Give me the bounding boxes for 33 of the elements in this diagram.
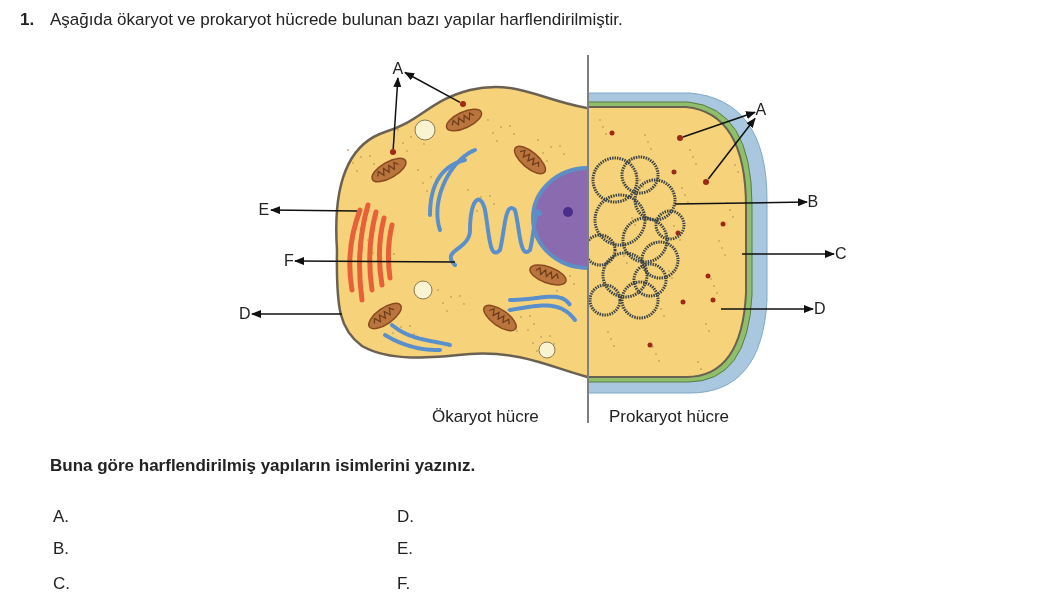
answer-label: D. (397, 507, 414, 527)
part-letter: F (283, 252, 295, 270)
leader-line (707, 117, 756, 180)
part-letter: D (238, 305, 252, 323)
cell-caption: Ökaryot hücre (432, 407, 539, 427)
answer-label: A. (53, 507, 70, 527)
question-number: 1. (20, 10, 35, 30)
leader-line (741, 250, 835, 258)
part-letter: A (754, 101, 768, 119)
answer-label: C. (53, 574, 70, 594)
ribosome-dot (703, 179, 709, 185)
part-letter: E (257, 201, 271, 219)
part-letter: B (806, 193, 820, 211)
ribosome-dot (677, 135, 683, 141)
ribosome-dot (460, 101, 466, 107)
leader-line (720, 305, 814, 313)
leader-line (682, 111, 756, 138)
part-letter: A (391, 60, 405, 78)
leader-line (270, 206, 358, 215)
leader-line (294, 257, 456, 266)
part-letter: C (834, 245, 848, 263)
question-text: Aşağıda ökaryot ve prokaryot hücrede bulunan bazı yapılar harflendirilmiştir. (50, 10, 623, 30)
instruction-text: Buna göre harflendirilmiş yapıların isimlerini yazınız. (50, 456, 476, 476)
ribosome-dot (390, 149, 396, 155)
answer-label: F. (397, 574, 411, 594)
leader-line (251, 310, 343, 318)
answer-label: B. (53, 539, 70, 559)
part-letter: D (813, 300, 827, 318)
leader-line (392, 77, 402, 150)
answer-label: E. (397, 539, 414, 559)
cell-caption: Prokaryot hücre (609, 407, 729, 427)
leader-line (674, 198, 808, 207)
leader-line (404, 71, 461, 104)
